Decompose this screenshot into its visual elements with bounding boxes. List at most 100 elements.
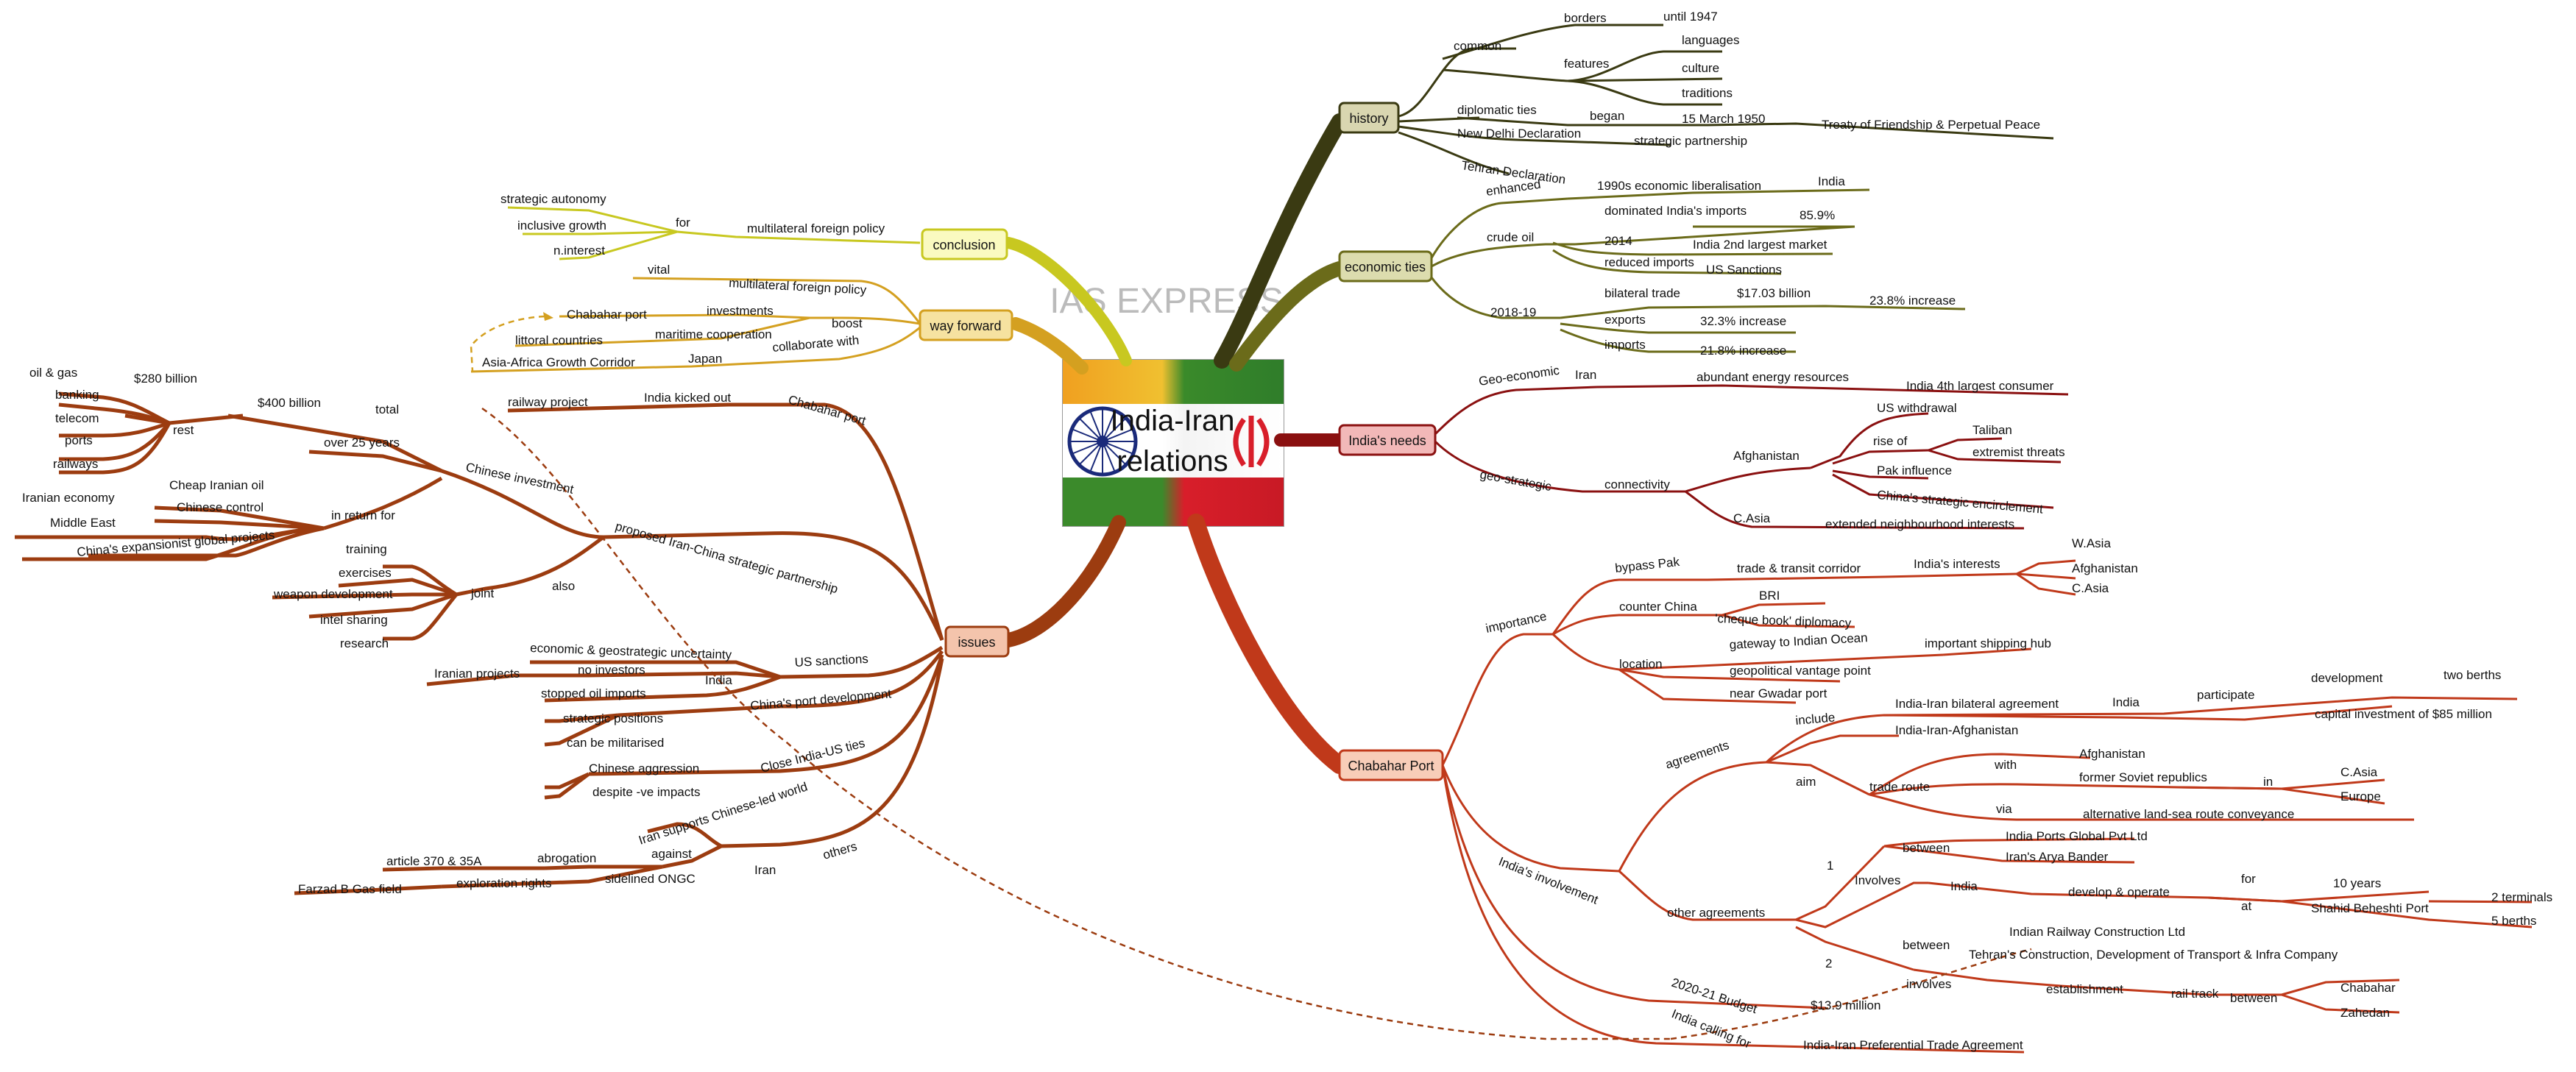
node-way-forward[interactable]: way forward (919, 309, 1013, 341)
label-wf-chabahar-port: Chabahar port (567, 308, 647, 322)
label-rest: rest (173, 423, 194, 437)
label-capital-investment: capital investment of $85 million (2315, 707, 2492, 721)
label-aagc: Asia-Africa Growth Corridor (482, 355, 635, 369)
center-flag-image (1062, 359, 1284, 527)
economic-ties-branch (1229, 261, 1347, 372)
node-chabahar-port[interactable]: Chabahar Port (1338, 749, 1444, 781)
label-boost: boost (832, 316, 863, 330)
label-arya-bander: Iran's Arya Bander (2006, 850, 2109, 864)
issues-connectors (15, 391, 944, 895)
label-for-10: for (2241, 872, 2256, 886)
label-exploration-rights: exploration rights (456, 876, 551, 890)
label-indias-interests: India's interests (1914, 557, 2000, 571)
label-stopped-oil: stopped oil imports (541, 686, 646, 700)
label-establishment: establishment (2046, 982, 2123, 996)
node-issues[interactable]: issues (944, 625, 1010, 658)
label-proposed-partnership: proposed Iran-China strategic partnershi… (614, 519, 840, 597)
label-iran: Iran (1575, 368, 1596, 382)
label-conc-for: for (676, 216, 690, 230)
label-chab-afghanistan: Afghanistan (2072, 561, 2138, 575)
label-2014: 2014 (1604, 234, 1632, 248)
label-chinese-control: Chinese control (177, 500, 263, 514)
label-85-9: 85.9% (1800, 208, 1835, 222)
label-article-370: article 370 & 35A (386, 854, 482, 868)
label-others: others (821, 840, 859, 862)
conclusion-connectors (507, 206, 921, 260)
label-c-asia: C.Asia (1733, 511, 1771, 525)
label-in: in (2263, 775, 2273, 789)
way-forward-cross-link (470, 315, 545, 372)
label-sidelined-ongc: sidelined ONGC (605, 872, 696, 886)
label-littoral: littoral countries (515, 333, 603, 347)
label-15-march-1950: 15 March 1950 (1682, 112, 1765, 126)
label-began: began (1590, 109, 1624, 123)
center-title-line1: India-Iran (1111, 405, 1235, 437)
label-economic-uncertainty: economic & geostrategic uncertainty (530, 641, 732, 662)
label-dominated-imports: dominated India's imports (1604, 204, 1747, 218)
label-issue-iran: Iran (754, 863, 776, 877)
label-bilateral-agreement: India-Iran bilateral agreement (1895, 697, 2059, 711)
way-forward-connectors (470, 277, 921, 373)
leaf-labels: common borders until 1947 features langu… (22, 10, 2552, 1052)
label-in-return-for: in return for (331, 508, 395, 522)
label-us-withdrawal: US withdrawal (1877, 401, 1957, 415)
node-indias-needs-label: India's needs (1348, 433, 1426, 448)
node-indias-needs[interactable]: India's needs (1338, 424, 1437, 456)
label-intel-sharing: intel sharing (320, 613, 388, 627)
label-zahedan: Zahedan (2340, 1006, 2390, 1020)
chabahar-port-branch (1187, 514, 1348, 774)
history-connectors (1398, 24, 2054, 175)
label-inv-india: India (2112, 695, 2140, 709)
label-gateway: gateway to Indian Ocean (1729, 631, 1868, 652)
label-bypass-pak: bypass Pak (1614, 555, 1680, 575)
label-include: include (1795, 710, 1836, 728)
label-involves-2: involves (1906, 977, 1951, 991)
label-with: with (1994, 758, 2017, 772)
node-way-forward-label: way forward (929, 319, 1001, 333)
label-via: via (1996, 802, 2012, 816)
label-oil-gas: oil & gas (29, 366, 77, 380)
chabahar-connectors (1441, 559, 2533, 1054)
railway-cross-link (481, 407, 1671, 1040)
label-17-billion: $17.03 billion (1737, 286, 1811, 300)
label-near-gwadar: near Gwadar port (1730, 686, 1827, 700)
label-participate: participate (2197, 688, 2254, 702)
label-middle-east: Middle East (50, 516, 116, 530)
label-railway-project: railway project (508, 395, 588, 409)
label-chinese-investment: Chinese investment (464, 460, 575, 497)
label-two-berths: two berths (2444, 668, 2501, 682)
label-training: training (346, 542, 387, 556)
label-rail-track: rail track (2171, 987, 2219, 1001)
label-traditions: traditions (1682, 86, 1733, 100)
label-total: total (375, 402, 399, 416)
way-forward-branch (1009, 317, 1089, 375)
label-against: against (651, 847, 692, 861)
label-weapon-development: weapon development (273, 587, 393, 601)
label-preferential-trade: India-Iran Preferential Trade Agreement (1803, 1038, 2023, 1052)
label-indias-involvement: India's involvement (1497, 854, 1601, 907)
label-joint: joint (470, 586, 494, 600)
node-economic-ties[interactable]: economic ties (1338, 250, 1433, 283)
label-strategic-positions: strategic positions (563, 711, 663, 725)
label-europe: Europe (2340, 789, 2381, 803)
label-develop-operate: develop & operate (2068, 885, 2170, 899)
node-issues-label: issues (958, 635, 995, 650)
label-alternative-route: alternative land-sea route conveyance (2083, 807, 2294, 821)
label-location: location (1619, 657, 1663, 671)
label-tehran-construction: Tehran's Construction, Development of Tr… (1969, 948, 2338, 962)
label-shipping-hub: important shipping hub (1925, 636, 2051, 650)
node-history[interactable]: history (1338, 102, 1400, 134)
label-aim: aim (1796, 775, 1816, 789)
label-13-9-million: $13.9 million (1811, 998, 1880, 1012)
label-abundant-energy: abundant energy resources (1696, 370, 1849, 384)
label-counter-china: counter China (1619, 600, 1697, 614)
label-conc-multilateral: multilateral foreign policy (747, 221, 885, 235)
label-cheap-oil: Cheap Iranian oil (169, 478, 264, 492)
label-issue-india: India (705, 673, 732, 687)
label-afghanistan: Afghanistan (1733, 449, 1800, 463)
label-also: also (552, 579, 575, 593)
label-2-terminals: 2 terminals (2491, 890, 2552, 904)
node-conclusion[interactable]: conclusion (921, 228, 1008, 260)
issues-branch (1001, 515, 1126, 647)
